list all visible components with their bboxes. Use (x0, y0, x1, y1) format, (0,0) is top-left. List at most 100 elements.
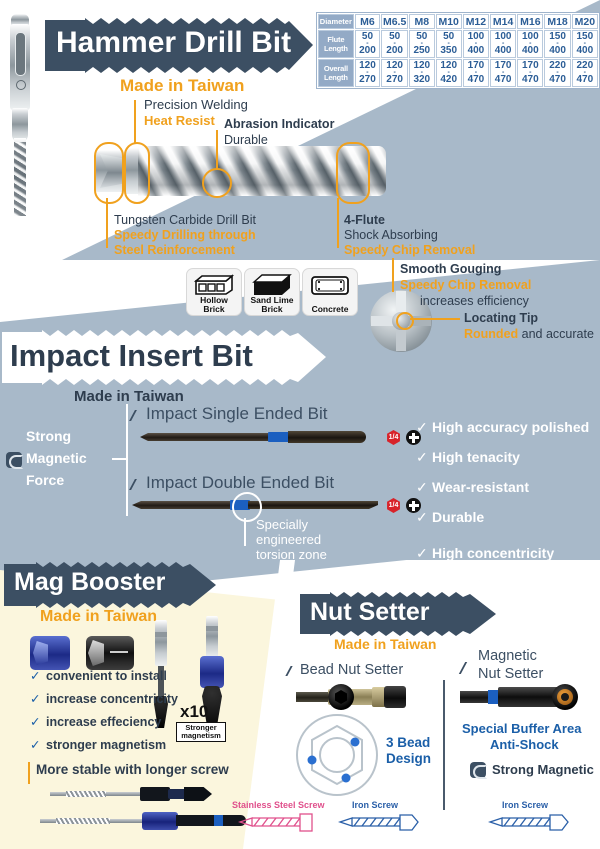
spec-row-label-diameter: Diameter (318, 14, 354, 29)
bead-nut-setter-label: Bead Nut Setter (300, 662, 404, 678)
impact-title: Impact Insert Bit (10, 338, 253, 373)
stainless-steel-screw-label: Stainless Steel Screw (232, 800, 325, 810)
impact-made-in: Made in Taiwan (74, 388, 184, 405)
spec-flute-cell: 100-400 (517, 30, 544, 59)
table-row-overall-length: Overall Length 120-270 120-270 120-320 1… (318, 59, 598, 88)
impact-magnetic-force-line1: Strong (26, 428, 72, 444)
table-row-flute-length: Flute Length 50-200 50-200 50-250 50-350… (318, 30, 598, 59)
abrasion-indicator-ring (202, 168, 232, 198)
impact-feature-item: ✓Wear-resistant (416, 479, 530, 495)
mag-booster-black-ring-illustration (86, 636, 134, 670)
spec-overall-cell: 120-420 (435, 59, 462, 88)
check-icon: ✓ (416, 479, 428, 495)
spec-overall-cell: 120-320 (408, 59, 435, 88)
mag-booster-footer-line (28, 762, 30, 784)
torsion-note-line3: torsion zone (256, 547, 327, 562)
phillips-icon (406, 498, 421, 513)
nut-setter-title-banner (300, 592, 500, 642)
callout-durable: Durable (224, 133, 268, 147)
three-bead-design-line1: 3 Bead (386, 735, 431, 750)
strong-magnetic-icon (470, 762, 487, 779)
callout-speedy-drilling: Speedy Drilling through (114, 228, 256, 242)
precision-welding-callout-line (134, 100, 136, 144)
iron-screw-label-right: Iron Screw (502, 800, 549, 810)
callout-four-flute: 4-Flute (344, 213, 385, 227)
magnetic-nut-setter-label-line1: Magnetic (478, 648, 537, 664)
mag-booster-blue-ring-illustration (30, 636, 70, 670)
magnetic-nut-setter-label-line2: Nut Setter (478, 666, 544, 682)
spec-diameter-cell: M20 (571, 14, 598, 29)
torsion-note-line2: engineered (256, 532, 322, 547)
tungsten-callout-line (106, 198, 108, 248)
four-flute-callout-line (337, 198, 339, 248)
mag-booster-feature-item: ✓stronger magnetism (30, 738, 167, 752)
spec-overall-cell: 170-470 (517, 59, 544, 88)
bead-nut-setter-illustration (296, 686, 416, 708)
tungsten-carbide-highlight-ring (94, 142, 124, 204)
callout-smooth-gouging: Smooth Gouging (400, 262, 502, 276)
mag-booster-feature-item: ✓increase concentricity (30, 692, 179, 706)
callout-speedy-chip-removal: Speedy Chip Removal (344, 243, 476, 257)
table-row-diameter: Diameter M6 M6.5 M8 M10 M12 M14 M16 M18 … (318, 14, 598, 29)
special-buffer-area-line1: Special Buffer Area (462, 721, 582, 736)
spec-flute-cell: 150-400 (544, 30, 571, 59)
spec-overall-cell: 220-470 (571, 59, 598, 88)
impact-products-bracket (126, 404, 128, 516)
callout-heat-resist: Heat Resist (144, 113, 215, 128)
check-icon: ✓ (30, 692, 41, 706)
impact-feature-item: ✓High tenacity (416, 449, 520, 465)
mag-booster-made-in: Made in Taiwan (40, 608, 158, 625)
spec-flute-cell: 150-400 (571, 30, 598, 59)
magnetic-nut-setter-end-view (552, 684, 578, 710)
spec-table: Diameter M6 M6.5 M8 M10 M12 M14 M16 M18 … (316, 12, 600, 90)
mag-booster-title-banner (4, 562, 219, 614)
callout-tungsten-carbide: Tungsten Carbide Drill Bit (114, 213, 256, 227)
mag-booster-footer: More stable with longer screw (36, 762, 229, 777)
spec-flute-cell: 50-200 (354, 30, 381, 59)
drill-bit-illustration (96, 140, 386, 202)
concrete-icon (311, 276, 349, 295)
impact-single-ended-bit-illustration (140, 430, 390, 444)
spec-overall-cell: 220-470 (544, 59, 571, 88)
stronger-magnetism-line2: magnetism (181, 730, 221, 740)
hammer-title: Hammer Drill Bit (56, 26, 292, 59)
torsion-zone-ring (232, 492, 262, 522)
spec-flute-cell: 100-400 (490, 30, 517, 59)
callout-precision-welding: Precision Welding (144, 97, 248, 112)
check-icon: ✓ (416, 419, 428, 435)
stronger-magnetism-line1: Stronger (185, 723, 217, 732)
impact-feature-item: ✓Durable (416, 509, 485, 525)
spec-overall-cell: 170-470 (490, 59, 517, 88)
callout-increases-efficiency: increases efficiency (420, 294, 529, 308)
nut-setter-title: Nut Setter (310, 598, 430, 626)
magnetic-nut-setter-illustration (460, 686, 576, 708)
torsion-note-line1: Specially (256, 517, 309, 532)
spec-overall-cell: 170-470 (462, 59, 490, 88)
check-icon: ✓ (30, 738, 41, 752)
locating-tip-callout-line (410, 318, 460, 320)
spec-diameter-cell: M8 (408, 14, 435, 29)
stronger-magnetism-badge: Stronger magnetism (176, 722, 226, 742)
callout-locating-tip: Locating Tip (464, 311, 539, 325)
impact-double-ended-label: Impact Double Ended Bit (146, 473, 335, 492)
hollow-brick-icon (194, 274, 234, 295)
mag-booster-section-background (0, 570, 280, 849)
check-icon: ✓ (30, 715, 41, 729)
check-icon: ✓ (30, 669, 41, 683)
iron-screw-illustration-right (487, 812, 578, 832)
mag-booster-bit-b-illustration (198, 616, 224, 736)
three-bead-design-diagram (296, 714, 378, 796)
single-ended-size-badge: 1/4 (387, 430, 400, 445)
mag-booster-feature-item: ✓convenient to install (30, 669, 167, 683)
magnet-icon (6, 452, 23, 469)
impact-magnetic-force-line3: Force (26, 472, 65, 488)
smooth-gouging-callout-line (392, 258, 394, 292)
spec-flute-cell: 50-250 (408, 30, 435, 59)
callout-rounded-accurate: Rounded and accurate (464, 327, 594, 341)
mag-booster-x10-label: x10 (180, 702, 209, 721)
mag-booster-bit-a-illustration (152, 620, 170, 730)
